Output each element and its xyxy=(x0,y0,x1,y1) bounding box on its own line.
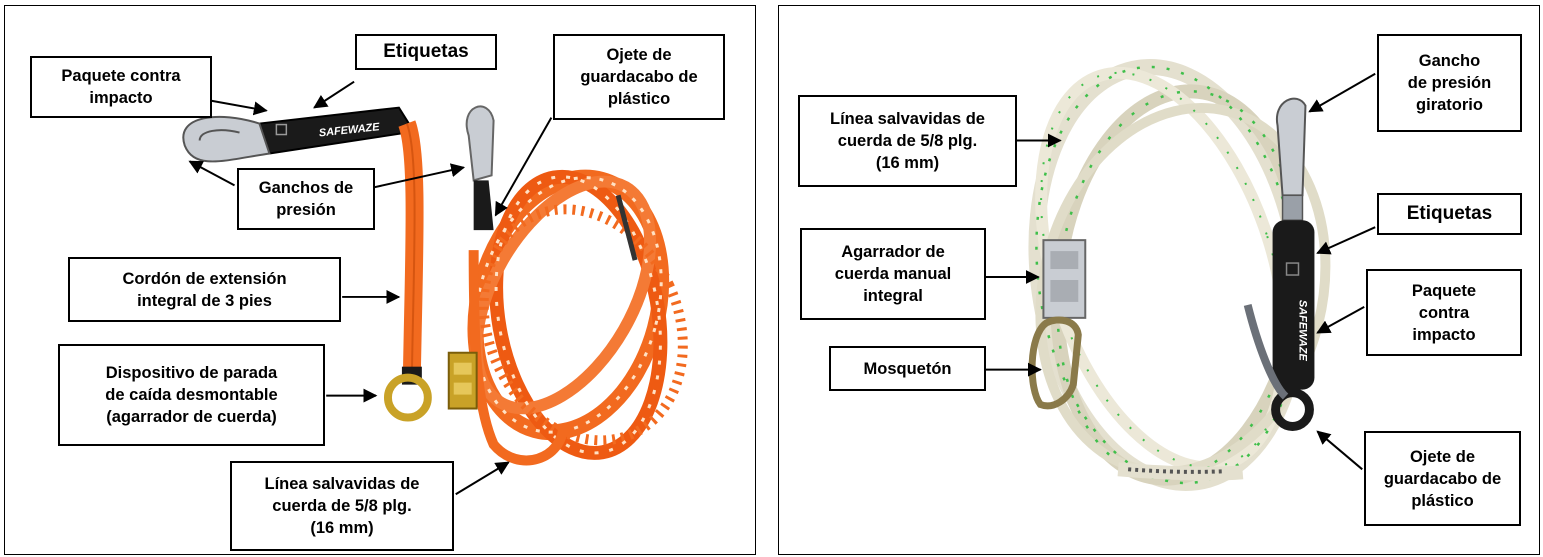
label-lifeline-rope: Línea salvavidas de cuerda de 5/8 plg. (… xyxy=(798,95,1017,187)
left-product-illustration: SAFEWAZE xyxy=(182,80,688,496)
label-snap-hooks: Ganchos de presión xyxy=(237,168,375,230)
swivel-snap-hook xyxy=(1275,97,1307,221)
label-tags: Etiquetas xyxy=(1377,193,1522,235)
orange-lifeline-rope xyxy=(468,250,569,466)
label-carabiner: Mosquetón xyxy=(829,346,986,391)
left-snap-hook xyxy=(182,115,271,163)
shock-pack-brand: SAFEWAZE xyxy=(1296,300,1308,362)
shock-absorber-pack: SAFEWAZE xyxy=(258,106,416,155)
label-swivel-snap-hook: Gancho de presión giratorio xyxy=(1377,34,1522,132)
shock-absorber-pack: SAFEWAZE xyxy=(1272,220,1315,390)
right-product-panel: SAFEWAZE Línea salvavidas de cuerda de 5… xyxy=(778,5,1540,555)
label-shock-pack: Paquete contra impacto xyxy=(1366,269,1522,356)
plastic-thimble-loop xyxy=(1271,388,1314,431)
label-shock-pack: Paquete contra impacto xyxy=(30,56,212,118)
label-fall-arrest-device: Dispositivo de parada de caída desmontab… xyxy=(58,344,325,446)
carabiner xyxy=(1028,316,1082,410)
extension-lanyard xyxy=(398,120,424,385)
brass-d-ring xyxy=(383,373,432,422)
label-plastic-thimble: Ojete de guardacabo de plástico xyxy=(1364,431,1521,526)
left-callout-arrows xyxy=(188,80,553,496)
orange-rope-coil xyxy=(467,169,688,460)
left-product-panel: SAFEWAZE xyxy=(4,5,756,555)
manual-rope-grab xyxy=(1042,239,1087,319)
label-lifeline-rope: Línea salvavidas de cuerda de 5/8 plg. (… xyxy=(230,461,454,551)
right-callout-arrows xyxy=(985,72,1376,471)
right-product-illustration: SAFEWAZE xyxy=(985,59,1376,491)
label-plastic-thimble: Ojete de guardacabo de plástico xyxy=(553,34,725,120)
label-extension-lanyard: Cordón de extensión integral de 3 pies xyxy=(68,257,341,322)
label-tags: Etiquetas xyxy=(355,34,497,70)
rope-snap-hook xyxy=(465,105,495,231)
rope-grab-device xyxy=(447,351,478,410)
label-manual-rope-grab: Agarrador de cuerda manual integral xyxy=(800,228,986,320)
